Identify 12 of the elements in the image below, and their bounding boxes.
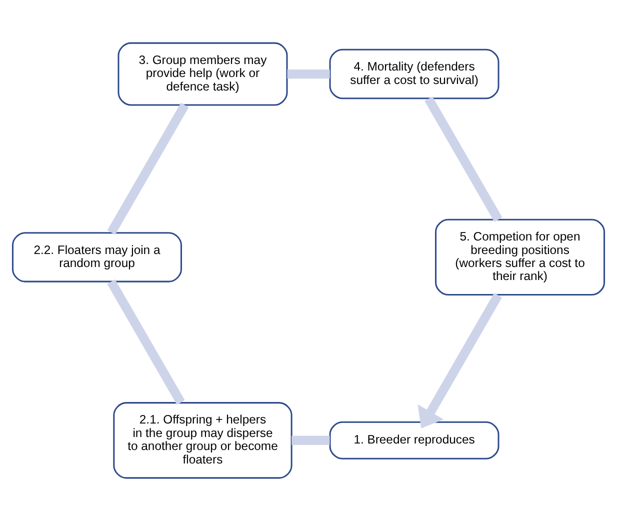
connector [107,102,189,234]
node-box: 1. Breeder reproduces [329,420,500,459]
arrow [418,292,502,428]
node-box: 5. Competion for open breeding positions (workers suffer a cost to their rank) [435,218,606,296]
node-box: 2.2. Floaters may join a random group [12,232,182,282]
connector [287,68,330,78]
connector [292,435,330,444]
connector [424,96,502,222]
node-box: 4. Mortality (defenders suffer a cost to survival) [329,48,500,99]
node-box: 3. Group members may provide help (work or defence task) [118,42,288,106]
node-box: 2.1. Offspring + helpers in the group may disperse to another group or become floaters [113,402,292,478]
connector [107,278,185,404]
